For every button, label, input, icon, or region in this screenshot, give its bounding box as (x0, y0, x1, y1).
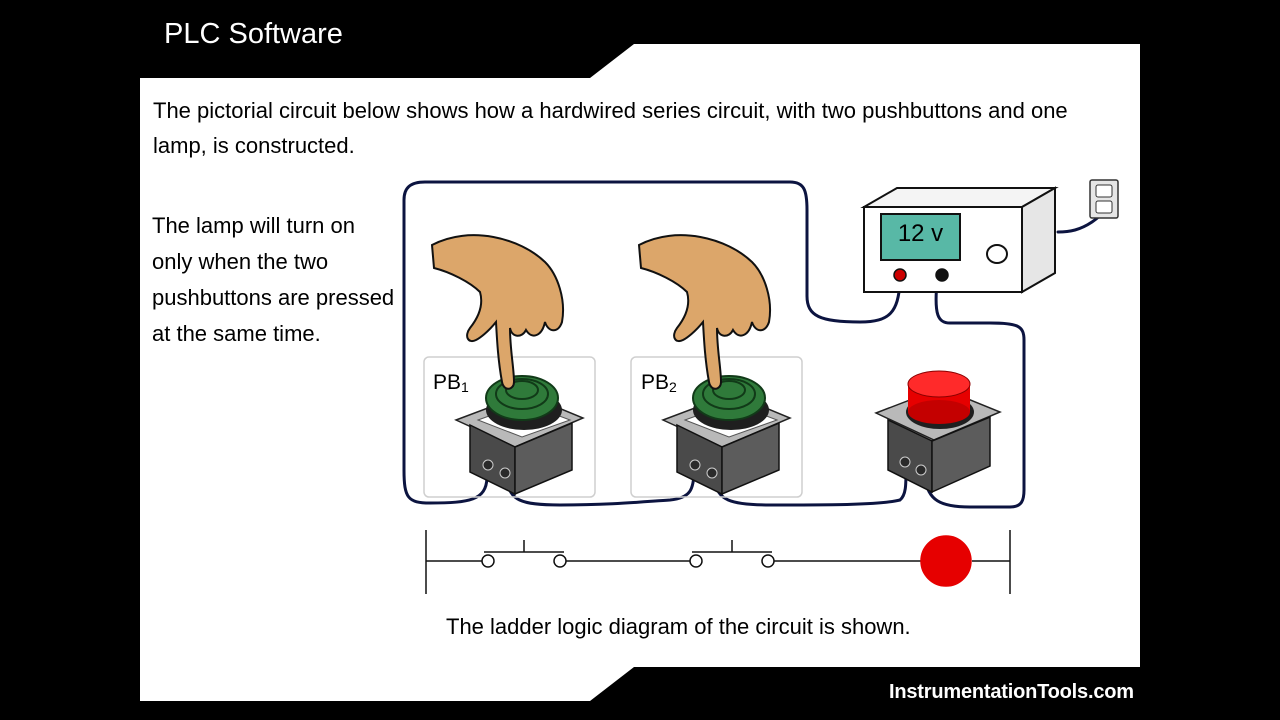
ladder-contact-pb1 (481, 540, 567, 568)
psu-knob-icon (986, 244, 1008, 264)
pb1-button-ring (505, 380, 539, 400)
pb1-housing-side (514, 421, 573, 496)
footer-brand: InstrumentationTools.com (889, 681, 1134, 703)
ladder-caption: The ladder logic diagram of the circuit … (446, 614, 911, 639)
pushbutton-pb1 (423, 234, 596, 498)
pb2-label: PB2 (641, 371, 677, 395)
pushbutton-pb2 (630, 234, 803, 498)
pb1-terminal (482, 459, 494, 471)
ladder-diagram (425, 530, 1011, 594)
pb1-button-ring (495, 378, 549, 410)
pb2-button-ring (702, 378, 756, 410)
lamp-lens-top (907, 370, 971, 398)
pb1-hand-icon (430, 234, 564, 390)
lamp-housing-side (931, 415, 991, 494)
pb2-button-ring (712, 380, 746, 400)
lamp-terminal (915, 464, 927, 476)
power-supply (860, 179, 1119, 294)
side-note: The lamp will turn on only when the two … (152, 213, 395, 346)
pb2-terminal (706, 467, 718, 479)
lamp-lens-bottom (908, 400, 970, 424)
lamp-terminal (899, 456, 911, 468)
pb1-label: PB1 (433, 371, 469, 395)
wall-outlet-socket (1095, 184, 1113, 198)
pb2-terminal (689, 459, 701, 471)
intro-paragraph: The pictorial circuit below shows how a … (153, 98, 1068, 158)
pb2-hand-icon (637, 234, 771, 390)
ladder-contact-pb2 (689, 540, 775, 568)
wall-outlet-socket (1095, 200, 1113, 214)
ladder-lamp-icon (920, 535, 972, 587)
psu-display-text: 12 v (897, 220, 944, 247)
pilot-lamp (874, 370, 1002, 494)
psu-terminal-negative (935, 268, 949, 282)
slide-title: PLC Software (164, 18, 343, 50)
pb1-terminal (499, 467, 511, 479)
psu-side (1021, 186, 1056, 294)
psu-terminal-positive (893, 268, 907, 282)
pb2-housing-side (721, 421, 780, 496)
psu-display (880, 213, 961, 261)
circuit-wiring (402, 180, 1106, 509)
